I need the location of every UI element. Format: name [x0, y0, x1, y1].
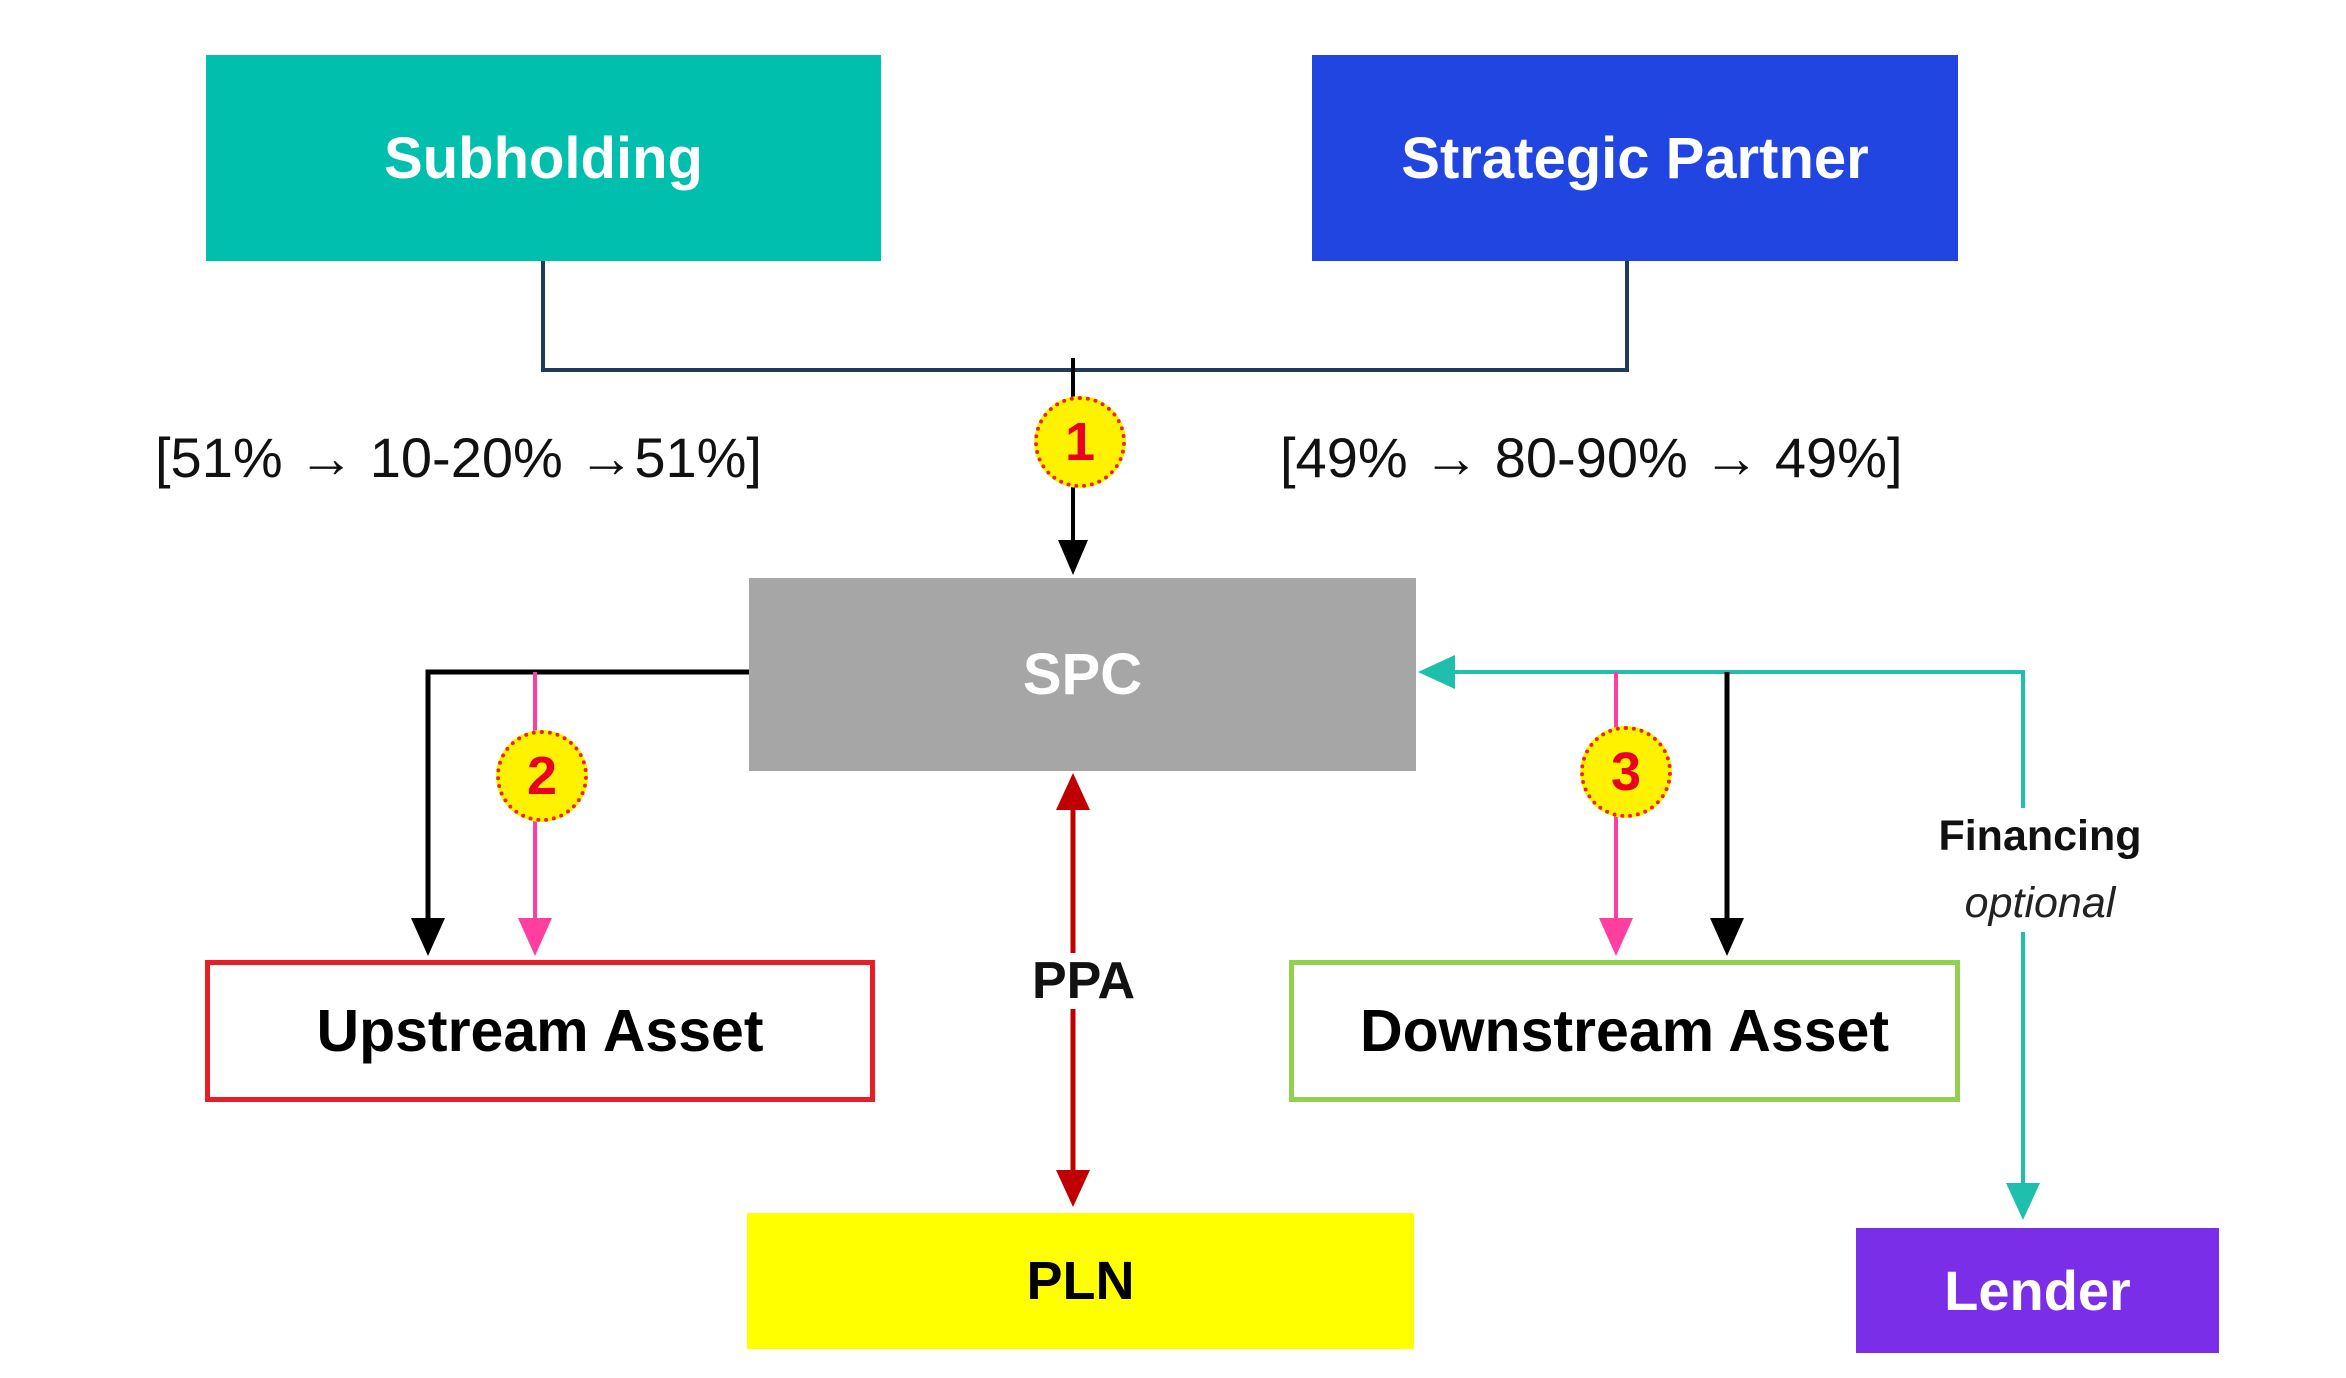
financing-arrowhead-spc: [1418, 655, 1455, 689]
step-3-marker: 3: [1580, 726, 1672, 818]
upstream-asset-label: Upstream Asset: [316, 998, 764, 1064]
ppa-arrowhead-down: [1056, 1170, 1090, 1207]
financing-arrowhead-lender: [2006, 1183, 2040, 1220]
downstream-asset-label: Downstream Asset: [1360, 998, 1889, 1064]
financing-optional-label: optional: [1964, 879, 2116, 927]
spc-label: SPC: [1022, 642, 1143, 707]
pln-label: PLN: [1026, 1251, 1135, 1311]
pln-node: PLN: [747, 1213, 1414, 1349]
step-2-marker: 2: [496, 730, 588, 822]
spc-to-upstream-arrowhead: [411, 918, 445, 956]
subholding-label: Subholding: [384, 125, 703, 191]
step-2-flow-arrowhead: [518, 918, 552, 956]
step-1-marker: 1: [1034, 396, 1126, 488]
spc-to-downstream-arrowhead: [1710, 918, 1744, 956]
ppa-arrowhead-up: [1056, 773, 1090, 810]
subholding-connector-line: [541, 261, 1629, 372]
lender-node: Lender: [1856, 1228, 2219, 1353]
step-3-flow-arrowhead: [1599, 918, 1633, 956]
financing-annotation: Financing optional: [1920, 808, 2160, 932]
ownership-arrowhead: [1058, 540, 1088, 575]
lender-label: Lender: [1944, 1259, 2131, 1322]
subholding-share-label: [51% → 10-20% →51%]: [155, 426, 762, 489]
financing-label: Financing: [1938, 812, 2142, 860]
subholding-node: Subholding: [206, 55, 881, 261]
downstream-asset-node: Downstream Asset: [1289, 960, 1960, 1102]
strategic-partner-label: Strategic Partner: [1401, 125, 1869, 191]
strategic-partner-node: Strategic Partner: [1312, 55, 1958, 261]
partner-share-label: [49% → 80-90% → 49%]: [1280, 426, 1903, 489]
spc-node: SPC: [749, 578, 1416, 771]
spc-to-upstream-line: [425, 669, 749, 920]
upstream-asset-node: Upstream Asset: [205, 960, 875, 1102]
ppa-label: PPA: [1030, 952, 1138, 1010]
financing-line: [1452, 670, 2025, 1185]
